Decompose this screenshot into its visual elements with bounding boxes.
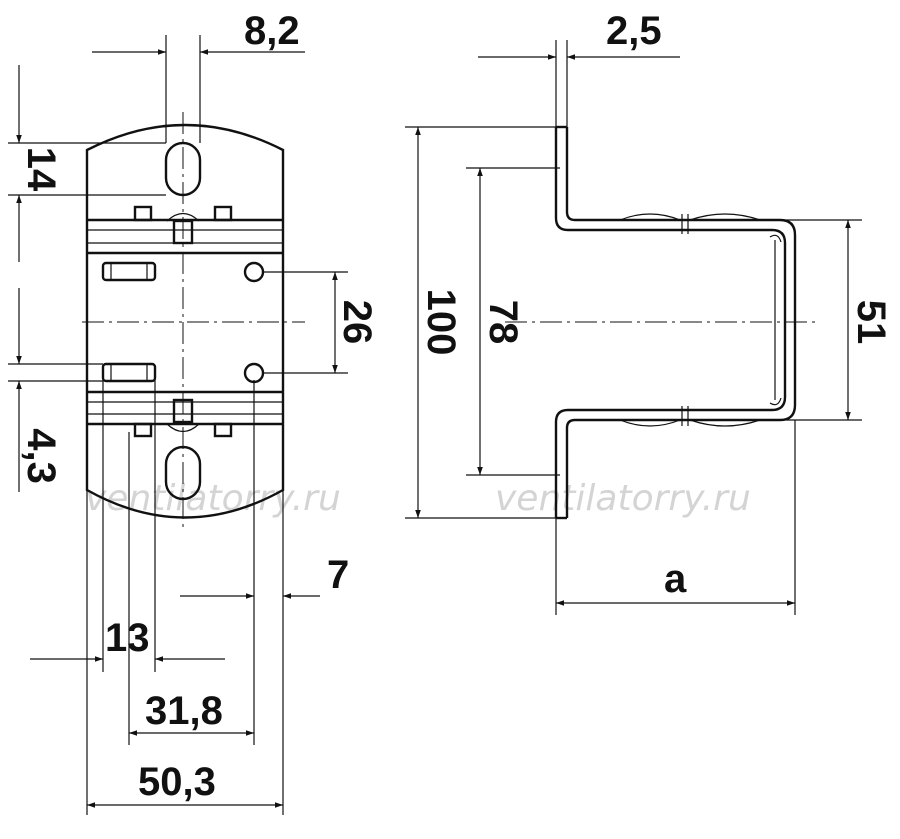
dim-total-width: 50,3: [138, 760, 216, 804]
watermark-left: ventilatorry.ru: [85, 478, 341, 519]
upper-hole: [243, 261, 265, 283]
dim-slot-height: 14: [19, 147, 63, 192]
dim-hole-spacing: 26: [335, 300, 379, 345]
side-view-dimensions: 2,5 100 78 51 a: [405, 9, 893, 615]
dim-slot-to-edge: 13: [105, 616, 150, 660]
dim-bracket-height: 51: [849, 300, 893, 345]
upper-horizontal-slot: [101, 261, 157, 282]
side-view: [505, 125, 820, 520]
lower-horizontal-slot: [101, 362, 157, 383]
front-view-dimensions: 8,2 14 26 4,3 7 13: [8, 9, 379, 815]
watermark-right: ventilatorry.ru: [495, 478, 751, 519]
dim-edge-offset: 7: [327, 553, 349, 597]
dim-slot-width: 8,2: [244, 9, 300, 53]
side-view-outer-profile: [554, 127, 787, 518]
dim-total-height: 100: [419, 289, 463, 356]
dim-thickness: 2,5: [606, 9, 662, 53]
dim-hole-to-edge: 31,8: [145, 689, 223, 733]
lower-hole: [243, 362, 265, 384]
dim-depth: a: [664, 557, 687, 601]
side-view-inner-profile: [565, 127, 797, 518]
dim-inner-height: 78: [481, 300, 525, 345]
front-view: [82, 112, 305, 530]
dim-hole-offset: 4,3: [19, 428, 63, 484]
